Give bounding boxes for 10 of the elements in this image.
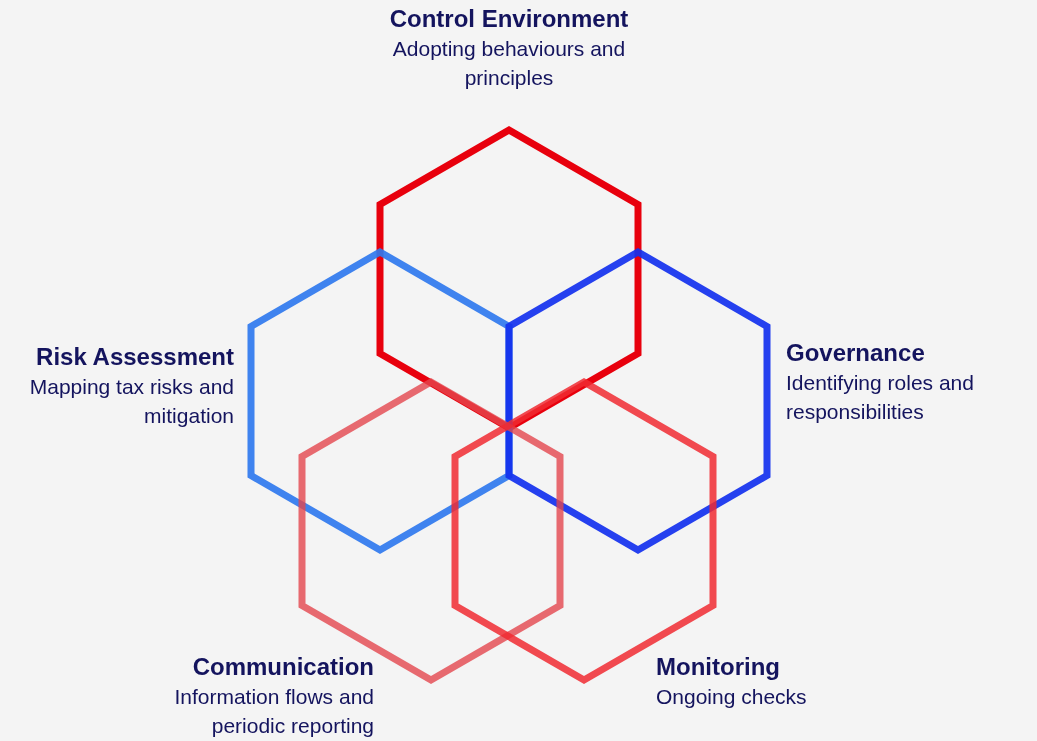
heading: Control Environment bbox=[388, 4, 630, 34]
description: Adopting behaviours and principles bbox=[391, 36, 627, 91]
description: Ongoing checks bbox=[656, 684, 808, 710]
heading: Risk Assessment bbox=[35, 342, 234, 372]
heading: Monitoring bbox=[656, 652, 781, 682]
description: Identifying roles and responsibilities bbox=[786, 370, 975, 425]
description: Mapping tax risks and mitigation bbox=[28, 374, 234, 429]
description: Information flows and periodic reporting bbox=[173, 684, 374, 739]
heading: Communication bbox=[191, 652, 374, 682]
heading: Governance bbox=[786, 338, 926, 368]
